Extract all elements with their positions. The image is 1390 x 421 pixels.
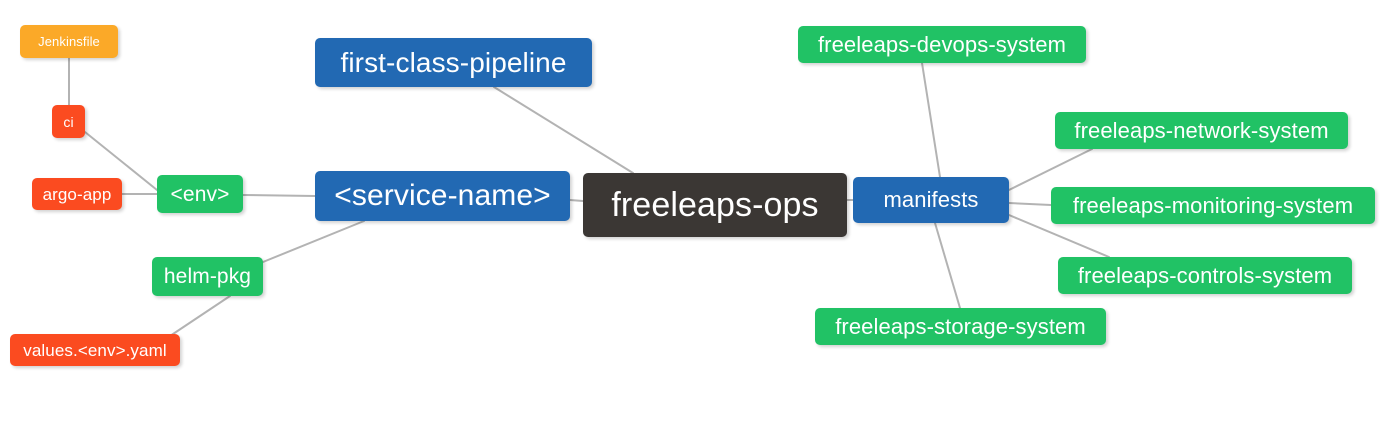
node-freeleaps-ops[interactable]: freeleaps-ops	[583, 173, 847, 237]
edge-env-servicename	[242, 194, 316, 197]
edge-valuesyaml-helmpkg	[169, 295, 231, 337]
edge-manifests-monitoring	[1008, 202, 1052, 206]
edge-pipeline-root	[493, 86, 634, 174]
node-freeleaps-storage-system[interactable]: freeleaps-storage-system	[815, 308, 1106, 345]
node-label: Jenkinsfile	[38, 34, 100, 49]
node-first-class-pipeline[interactable]: first-class-pipeline	[315, 38, 592, 87]
node-env[interactable]: <env>	[157, 175, 243, 213]
node-ci[interactable]: ci	[52, 105, 85, 138]
node-service-name[interactable]: <service-name>	[315, 171, 570, 221]
node-freeleaps-controls-system[interactable]: freeleaps-controls-system	[1058, 257, 1352, 294]
node-label: argo-app	[42, 184, 112, 204]
edge-manifests-storage	[934, 222, 961, 309]
node-label: freeleaps-monitoring-system	[1072, 192, 1354, 218]
node-label: freeleaps-ops	[611, 186, 819, 224]
node-label: <env>	[170, 182, 230, 206]
edge-helmpkg-servicename	[262, 220, 365, 263]
node-label: freeleaps-controls-system	[1077, 262, 1333, 288]
node-label: helm-pkg	[163, 265, 252, 288]
node-label: values.<env>.yaml	[23, 340, 167, 360]
node-freeleaps-devops-system[interactable]: freeleaps-devops-system	[798, 26, 1086, 63]
node-label: ci	[63, 113, 74, 130]
node-argo-app[interactable]: argo-app	[32, 178, 122, 210]
node-freeleaps-monitoring-system[interactable]: freeleaps-monitoring-system	[1051, 187, 1375, 224]
node-helm-pkg[interactable]: helm-pkg	[152, 257, 263, 296]
node-label: manifests	[883, 187, 979, 212]
node-manifests[interactable]: manifests	[853, 177, 1009, 223]
node-label: freeleaps-storage-system	[835, 313, 1086, 339]
node-values-env-yaml[interactable]: values.<env>.yaml	[10, 334, 180, 366]
node-label: freeleaps-network-system	[1074, 117, 1329, 143]
node-freeleaps-network-system[interactable]: freeleaps-network-system	[1055, 112, 1348, 149]
edge-manifests-network	[1008, 148, 1093, 191]
edge-manifests-devops	[921, 62, 941, 178]
edge-servicename-root	[569, 199, 584, 202]
node-label: freeleaps-devops-system	[817, 31, 1067, 57]
node-jenkinsfile[interactable]: Jenkinsfile	[20, 25, 118, 58]
node-label: first-class-pipeline	[340, 46, 567, 78]
node-label: <service-name>	[334, 179, 551, 212]
